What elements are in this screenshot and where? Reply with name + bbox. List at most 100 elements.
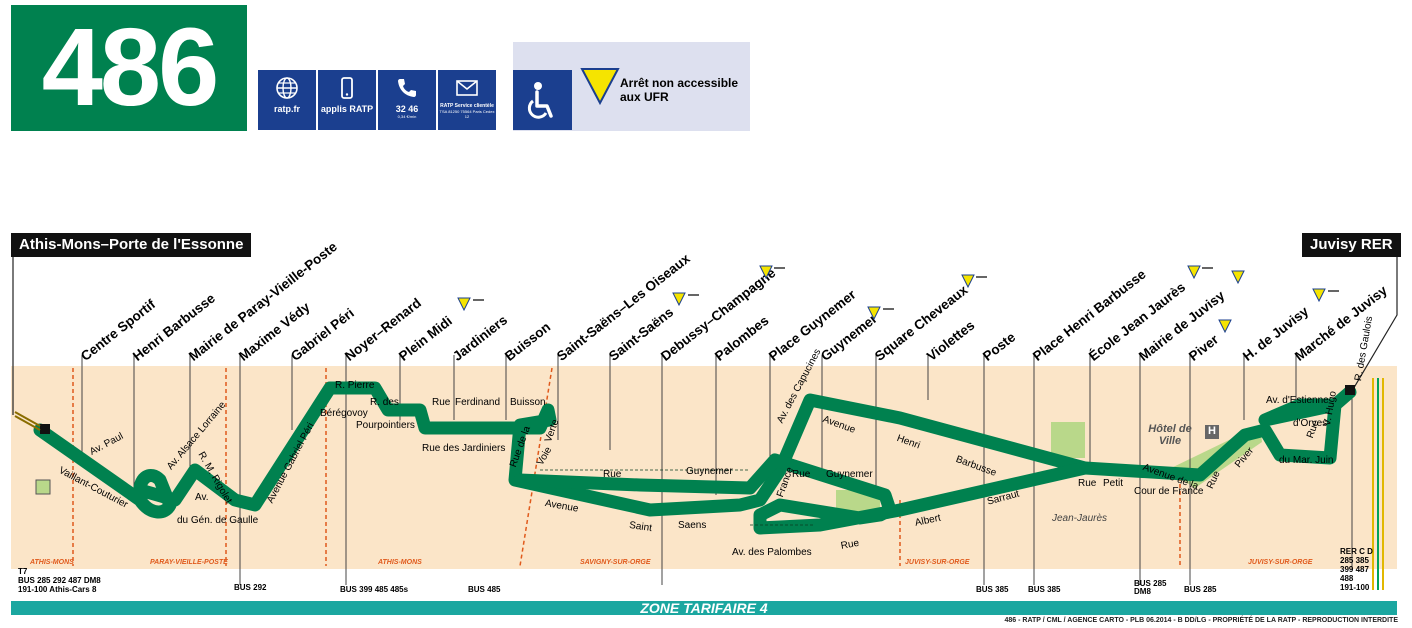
inaccessible-marker-icon (456, 297, 471, 311)
service-label: 32 46 (395, 104, 419, 114)
fare-zone-bar: ZONE TARIFAIRE 4 (11, 601, 1397, 615)
street-label: Rue (792, 469, 811, 480)
street-label: Rue (1078, 478, 1097, 489)
street-label: Pourpointiers (356, 420, 415, 431)
connection-lines: 285 385 (1340, 556, 1369, 565)
credit-line: 486 - RATP / CML / AGENCE CARTO - PLB 06… (1004, 617, 1398, 624)
street-label: Bérégovoy (320, 408, 368, 419)
connection-lines: 191-100 Athis-Cars 8 (18, 585, 97, 594)
service-label: ratp.fr (273, 104, 300, 114)
street-label: d'Orves (1293, 418, 1328, 429)
line-number-badge: 486 (11, 5, 247, 131)
street-label: Av. des Palombes (732, 547, 812, 558)
arrow-right-icon (976, 276, 988, 278)
service-sub: 0,34 €/min (397, 114, 417, 119)
connections-2: BUS 399 485 485s (340, 585, 409, 594)
rer-badges: RER C D (1340, 547, 1373, 556)
cemetery (1051, 422, 1085, 458)
connection-lines: 292 (253, 583, 267, 592)
connection-lines: 399 487 (1340, 565, 1369, 574)
tram-badge: T7 (18, 567, 28, 576)
street-label: du Gén. de Gaulle (177, 515, 259, 526)
terminal-west: Athis-Mons–Porte de l'Essonne (11, 233, 252, 257)
connection-lines: 285 (1153, 579, 1167, 588)
street-label: Rue (603, 469, 622, 480)
street-label: Petit (1103, 478, 1124, 489)
commune-label: ATHIS-MONS (30, 559, 74, 566)
arrow-right-icon (1201, 267, 1213, 269)
arrow-left-icon (883, 307, 895, 310)
commune-label: JUVISY-SUR-ORGE (1248, 559, 1313, 566)
street-label: du Mar. Juin (1279, 455, 1334, 466)
connection-lines: 488 (1340, 574, 1354, 583)
terminus-west-marker (40, 424, 50, 434)
apps-link[interactable]: applis RATP (318, 70, 376, 130)
connection-lines: 399 485 485s (359, 585, 409, 594)
arrow-right-icon (773, 267, 785, 269)
street-label: Av. d'Estienne (1266, 395, 1329, 406)
inaccessible-marker-icon (672, 292, 687, 307)
inaccessible-marker-icon (759, 265, 773, 280)
street-label: R. des (370, 397, 399, 408)
service-sub: TSA 81250 75564 Paris Cedex 12 (439, 109, 495, 119)
tram-line (14, 411, 41, 431)
connections-5: BUS 385 (1028, 585, 1061, 594)
commune-label: SAVIGNY-SUR-ORGE (580, 559, 651, 566)
street-label: Rue (432, 397, 451, 408)
inaccessible-marker-icon (961, 274, 976, 289)
terminal-east: Juvisy RER (1302, 233, 1401, 257)
connections-3: BUS 485 (468, 585, 501, 594)
street-label: Guynemer (686, 466, 733, 477)
website-link[interactable]: ratp.fr (258, 70, 316, 130)
commune-label: JUVISY-SUR-ORGE (905, 559, 970, 566)
inaccessible-marker-icon (1312, 288, 1326, 302)
inaccessible-marker-icon (867, 306, 881, 320)
connections-4: BUS 385 (976, 585, 1009, 594)
connection-lines: 285 292 487 DM8 (37, 576, 101, 585)
connections-east: RER C D 285 385 399 487 488 191-100 (1340, 547, 1373, 592)
arrow-left-icon (472, 298, 484, 301)
inaccessible-marker-icon (580, 68, 620, 106)
commune-label: ATHIS-MONS (378, 559, 422, 566)
accessibility-legend-text: Arrêt non accessible aux UFR (620, 76, 739, 104)
wheelchair-box (513, 70, 572, 130)
street-label: Buisson (510, 397, 546, 408)
terminal-east-leader (1351, 257, 1398, 392)
mail-contact[interactable]: RATP Service clientèle TSA 81250 75564 P… (438, 70, 496, 130)
stop-area-label: Jean-Jaurès (1052, 513, 1108, 524)
connections-1: BUS 292 (234, 583, 267, 592)
connection-lines: 385 (995, 585, 1009, 594)
arrow-left-icon (688, 294, 700, 296)
route-outline (540, 469, 815, 526)
hospital-label: H (1208, 425, 1216, 437)
connection-lines: 385 (1047, 585, 1061, 594)
globe-icon (276, 77, 298, 99)
service-label: applis RATP (320, 104, 374, 114)
street-label: R. Pierre (335, 380, 375, 391)
connection-lines: 191-100 (1340, 583, 1370, 592)
phone-link[interactable]: 32 46 0,34 €/min (378, 70, 436, 130)
hospital-marker (1205, 425, 1219, 439)
street-label: Cour de France (1134, 486, 1204, 497)
phone-app-icon (341, 77, 353, 99)
town-hall-label: Hôtel de Ville (1148, 423, 1192, 447)
street-label: Rue des Jardiniers (422, 443, 506, 454)
inaccessible-marker-icon (1231, 270, 1245, 284)
street-label: Av. (195, 492, 209, 503)
arrow-left-icon (1328, 289, 1340, 292)
street-label: Saens (678, 520, 707, 531)
commune-boundaries (72, 367, 1181, 567)
telephone-icon (398, 79, 416, 97)
street-label: Ferdinand (455, 397, 501, 408)
street-label: Guynemer (826, 469, 873, 480)
inaccessible-marker-icon (1187, 265, 1201, 280)
connection-lines: 285 (1203, 585, 1217, 594)
envelope-icon (456, 80, 478, 96)
inaccessible-marker-icon (1218, 319, 1232, 334)
commune-label: PARAY-VIEILLE-POSTE (150, 559, 228, 566)
bus-icon: BUS (18, 576, 38, 585)
wheelchair-icon (527, 82, 553, 119)
connection-lines: 485 (487, 585, 501, 594)
